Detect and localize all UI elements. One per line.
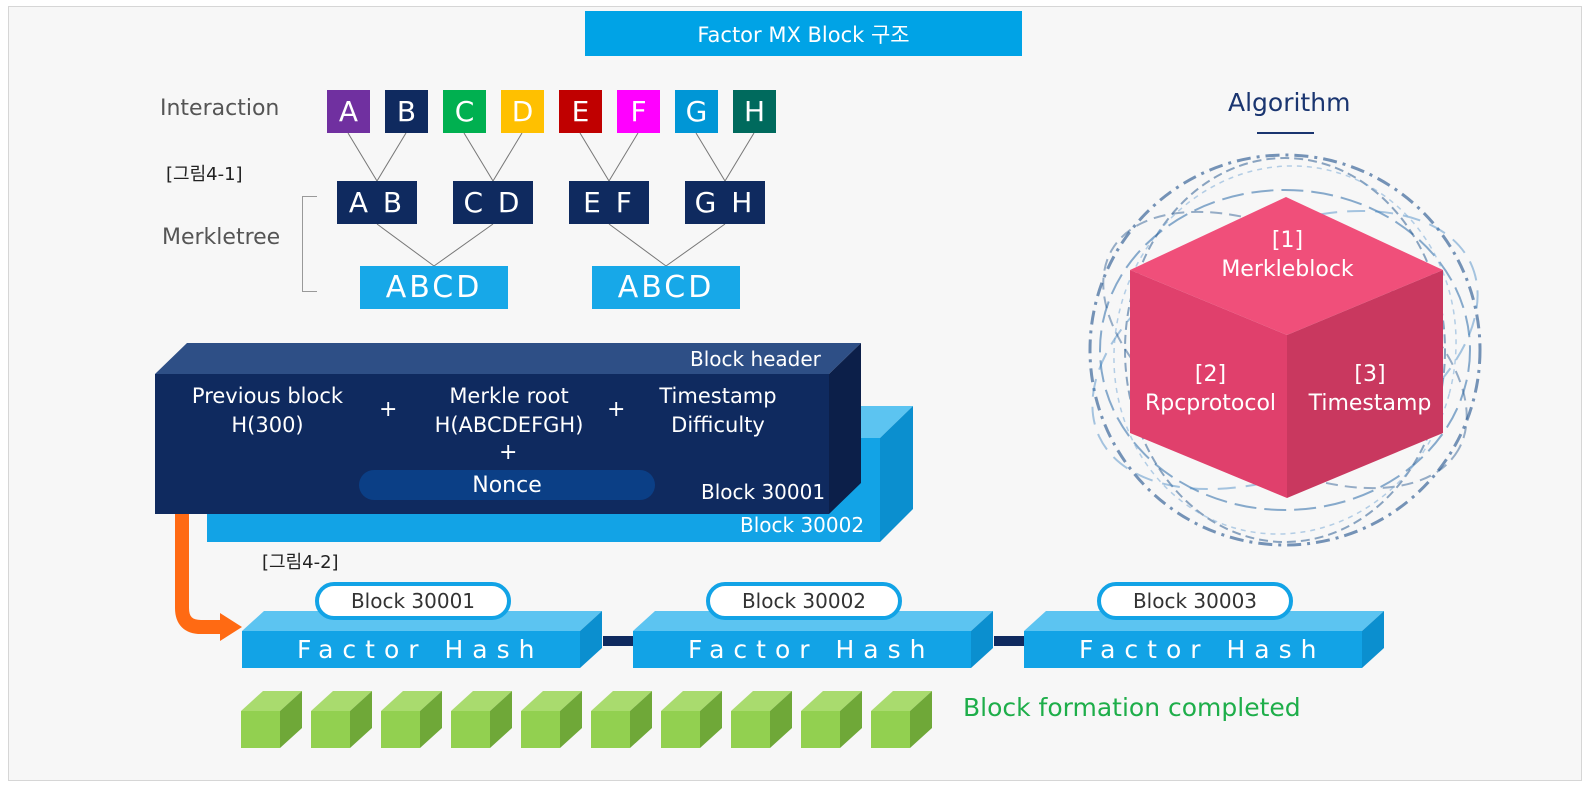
cube-top-face: [1]Merkleblock: [1221, 228, 1354, 282]
completed-block: [521, 691, 582, 748]
algorithm-title: Algorithm: [1228, 88, 1351, 117]
pair-ab: A B: [337, 181, 417, 224]
chain-hash-2: Factor Hash: [688, 635, 935, 664]
pair-ef: E F: [569, 181, 649, 224]
root-right: ABCD: [592, 266, 740, 309]
completed-block: [731, 691, 792, 748]
block-header-title: Block header: [690, 347, 821, 371]
completed-block: [241, 691, 302, 748]
plus-2: +: [607, 397, 626, 422]
pair-cd: C D: [453, 181, 533, 224]
merkletree-label: Merkletree: [162, 225, 281, 250]
chain-block-3: Block 30003: [1097, 582, 1293, 620]
leaf-b: B: [385, 90, 428, 133]
chain-block-1: Block 30001: [315, 582, 511, 620]
chain-block-2: Block 30002: [706, 582, 902, 620]
front-block-label: Block 30001: [701, 480, 826, 504]
plus-1: +: [379, 397, 398, 422]
completed-block: [381, 691, 442, 748]
completed-block: [801, 691, 862, 748]
cube-right-face: [3]Timestamp: [1308, 362, 1432, 416]
leaf-e: E: [559, 90, 602, 133]
completed-label: Block formation completed: [963, 693, 1301, 722]
back-block-label: Block 30002: [740, 513, 865, 537]
pair-gh: G H: [685, 181, 765, 224]
leaf-d: D: [501, 90, 544, 133]
root-left: ABCD: [360, 266, 508, 309]
leaf-g: G: [675, 90, 718, 133]
completed-block: [311, 691, 372, 748]
plus-3: +: [499, 440, 518, 465]
interaction-label: Interaction: [160, 96, 280, 121]
chain-hash-3: Factor Hash: [1079, 635, 1326, 664]
page-title: Factor MX Block 구조: [585, 11, 1022, 56]
figure-4-1-label: [그림4-1]: [166, 164, 243, 185]
completed-block: [871, 691, 932, 748]
completed-block: [661, 691, 722, 748]
completed-block: [451, 691, 512, 748]
algorithm-underline: [1257, 132, 1314, 134]
figure-4-2-label: [그림4-2]: [262, 552, 339, 573]
completed-block: [591, 691, 652, 748]
leaf-h: H: [733, 90, 776, 133]
nonce: Nonce: [359, 470, 655, 500]
cube-left-face: [2]Rpcprotocol: [1144, 362, 1277, 416]
merkletree-bracket: [302, 196, 317, 292]
leaf-f: F: [617, 90, 660, 133]
leaf-c: C: [443, 90, 486, 133]
leaf-a: A: [327, 90, 370, 133]
chain-hash-1: Factor Hash: [297, 635, 544, 664]
